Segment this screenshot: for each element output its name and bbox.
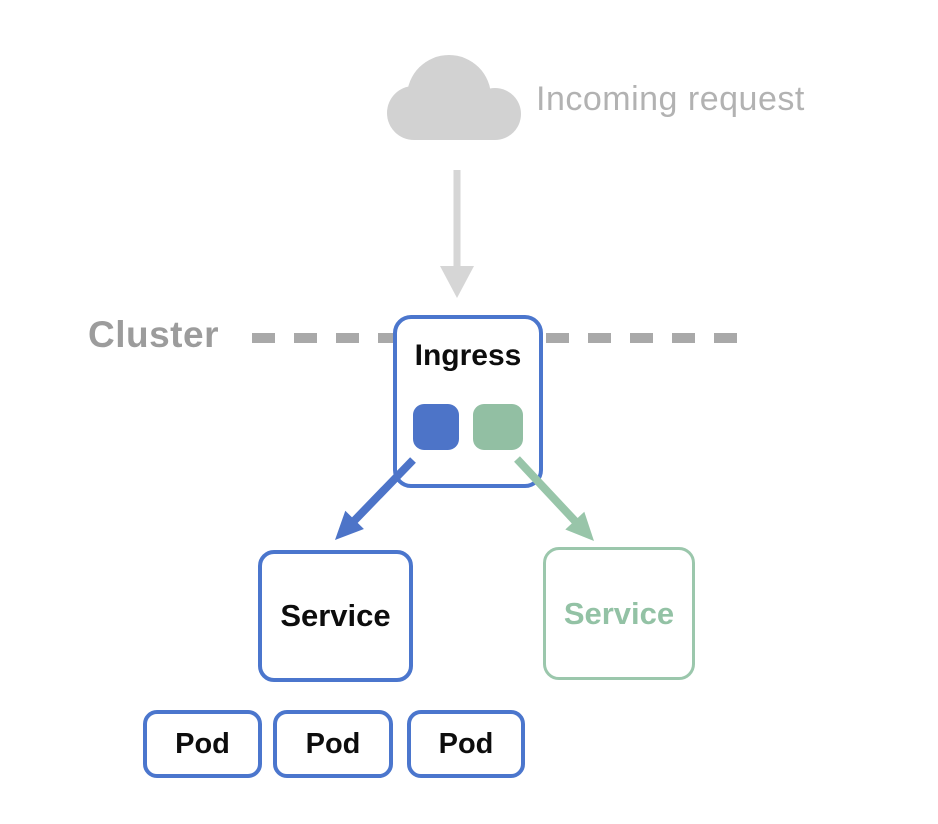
- pod-node-3-label: Pod: [438, 727, 494, 760]
- pod-node-1-label: Pod: [175, 727, 230, 760]
- ingress-node: Ingress: [393, 315, 543, 488]
- pod-node-2-label: Pod: [305, 727, 361, 760]
- blue-backend-square-icon: [413, 404, 459, 450]
- pod-node-2: Pod: [273, 710, 393, 778]
- service-node-green-label: Service: [563, 595, 675, 631]
- cluster-label: Cluster: [88, 314, 219, 355]
- incoming-request-arrow-icon: [440, 170, 474, 298]
- cloud-icon: [387, 55, 521, 140]
- service-node-blue: Service: [258, 550, 413, 682]
- pod-node-1: Pod: [143, 710, 262, 778]
- service-node-blue-label: Service: [280, 598, 391, 633]
- ingress-node-label: Ingress: [414, 339, 522, 372]
- service-node-green: Service: [543, 547, 695, 680]
- incoming-request-label: Incoming request: [536, 80, 805, 118]
- green-backend-square-icon: [473, 404, 523, 450]
- pod-node-3: Pod: [407, 710, 525, 778]
